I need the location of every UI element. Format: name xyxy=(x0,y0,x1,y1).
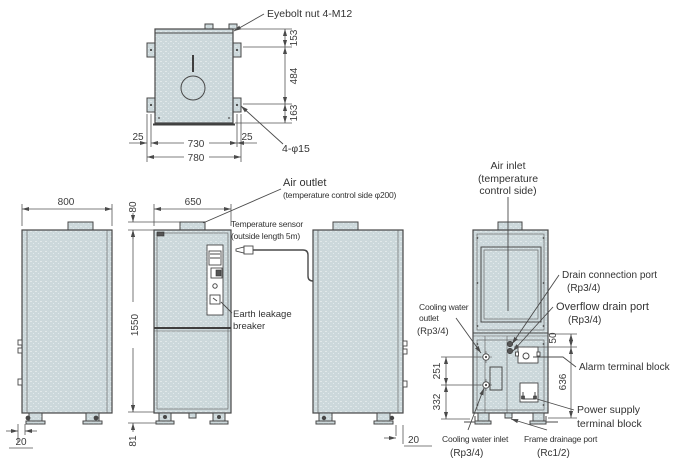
dim-251-332: 251 332 xyxy=(432,356,481,420)
eyebolt-nut xyxy=(204,23,214,30)
right-side-view: 20 xyxy=(312,221,432,447)
duct xyxy=(67,221,94,231)
temperature-sensor-cable xyxy=(235,245,314,282)
right-view-body xyxy=(312,229,404,414)
dim-800: 800 xyxy=(21,197,113,226)
front-view: 650 80 1550 81 xyxy=(128,177,397,447)
foot xyxy=(376,412,391,422)
air-inlet-sub2: control side) xyxy=(479,185,536,197)
left-side-view: 800 20 xyxy=(6,197,113,449)
power-label2: terminal block xyxy=(577,418,643,430)
cooling-inlet-leader xyxy=(467,387,485,431)
breaker-leader xyxy=(220,301,233,314)
dim-50: 50 xyxy=(548,332,559,344)
top-view: 153 484 163 25 730 25 780 xyxy=(129,8,352,164)
air-outlet-sub: (temperature control side φ200) xyxy=(283,190,397,200)
panel-plate xyxy=(489,366,503,391)
control-panel xyxy=(206,244,224,316)
drain-label: Drain connection port xyxy=(562,270,657,281)
dim-332: 332 xyxy=(432,393,443,410)
temp-sensor-label: Temperature sensor xyxy=(231,219,303,229)
breaker-label: Earth leakage xyxy=(233,309,292,320)
cooling-outlet-leader xyxy=(455,317,482,354)
air-inlet-window xyxy=(480,246,542,323)
dim-153: 153 xyxy=(289,29,300,46)
dim-800: 800 xyxy=(58,197,75,208)
dim-730: 730 xyxy=(188,139,205,150)
dim-81: 81 xyxy=(128,435,139,447)
temp-sensor-sub: (outside length 5m) xyxy=(231,231,300,241)
drain-connection-port xyxy=(506,340,513,347)
foot xyxy=(532,412,545,422)
left-view-body xyxy=(21,229,113,414)
cooling-inlet-label: Cooling water inlet xyxy=(442,434,509,444)
dim-484: 484 xyxy=(289,67,300,84)
frame-drainage-port xyxy=(504,412,513,419)
power-leader xyxy=(536,398,575,411)
cooling-outlet-label2: outlet xyxy=(419,313,439,323)
overflow-sub: (Rp3/4) xyxy=(568,315,601,326)
dim-636: 636 xyxy=(558,373,569,390)
foot xyxy=(28,412,43,422)
power-supply-terminal-block xyxy=(519,382,539,403)
dim-80: 80 xyxy=(128,201,139,213)
dim-25-left: 25 xyxy=(132,132,144,143)
cooling-outlet-label: Cooling water xyxy=(419,302,469,312)
air-outlet-leader xyxy=(202,188,282,224)
power-label: Power supply xyxy=(577,404,641,416)
dim-50-636: 50 636 xyxy=(514,332,577,419)
foot xyxy=(477,412,490,422)
dim-650: 650 xyxy=(185,197,202,208)
eyebolt-label: Eyebolt nut 4-M12 xyxy=(267,8,352,20)
dim-20-left: 20 xyxy=(6,424,37,449)
duct xyxy=(332,221,359,231)
air-outlet-label: Air outlet xyxy=(283,177,326,189)
overflow-label: Overflow drain port xyxy=(556,301,649,313)
breaker-label2: breaker xyxy=(233,321,265,332)
cooling-outlet-sub: (Rp3/4) xyxy=(417,326,449,337)
alarm-terminal-block xyxy=(515,346,541,364)
cooling-water-outlet-port xyxy=(480,351,492,363)
holes-label: 4-φ15 xyxy=(282,143,310,155)
rear-view: Air inlet (temperature control side) Dra… xyxy=(417,160,671,459)
air-inlet-duct xyxy=(497,221,523,231)
button xyxy=(212,283,218,289)
dim-780: 780 xyxy=(188,153,205,164)
overflow-leader xyxy=(512,306,554,352)
drain-sub: (Rp3/4) xyxy=(567,283,600,294)
dim-163: 163 xyxy=(289,104,300,121)
dim-20-right: 20 xyxy=(408,435,420,446)
eyebolt-nut xyxy=(228,23,238,30)
drain-leader xyxy=(511,274,560,345)
holes-leader xyxy=(240,105,284,145)
dim-251: 251 xyxy=(432,362,443,379)
air-inlet-label: Air inlet xyxy=(490,160,525,172)
cooling-inlet-sub: (Rp3/4) xyxy=(450,448,483,459)
frame-drain-label: Frame drainage port xyxy=(524,434,598,444)
dim-25-right: 25 xyxy=(241,132,253,143)
air-outlet-duct xyxy=(179,221,206,231)
fan-opening xyxy=(180,75,206,101)
dim-1550: 1550 xyxy=(130,313,141,336)
eyebolt-leader xyxy=(233,13,265,32)
frame-drain-sub: (Rc1/2) xyxy=(537,448,570,459)
dim-20-left: 20 xyxy=(15,437,27,448)
dim-20-right: 20 xyxy=(384,425,432,447)
air-inlet-sub1: (temperature xyxy=(478,173,538,185)
top-view-dimensions: 153 484 163 25 730 25 780 xyxy=(129,28,300,164)
alarm-label: Alarm terminal block xyxy=(579,362,671,373)
frame-drain-leader xyxy=(510,418,548,431)
hinge xyxy=(156,231,165,237)
overflow-drain-port xyxy=(506,347,513,354)
dim-80-1550-81: 80 1550 81 xyxy=(128,201,180,447)
